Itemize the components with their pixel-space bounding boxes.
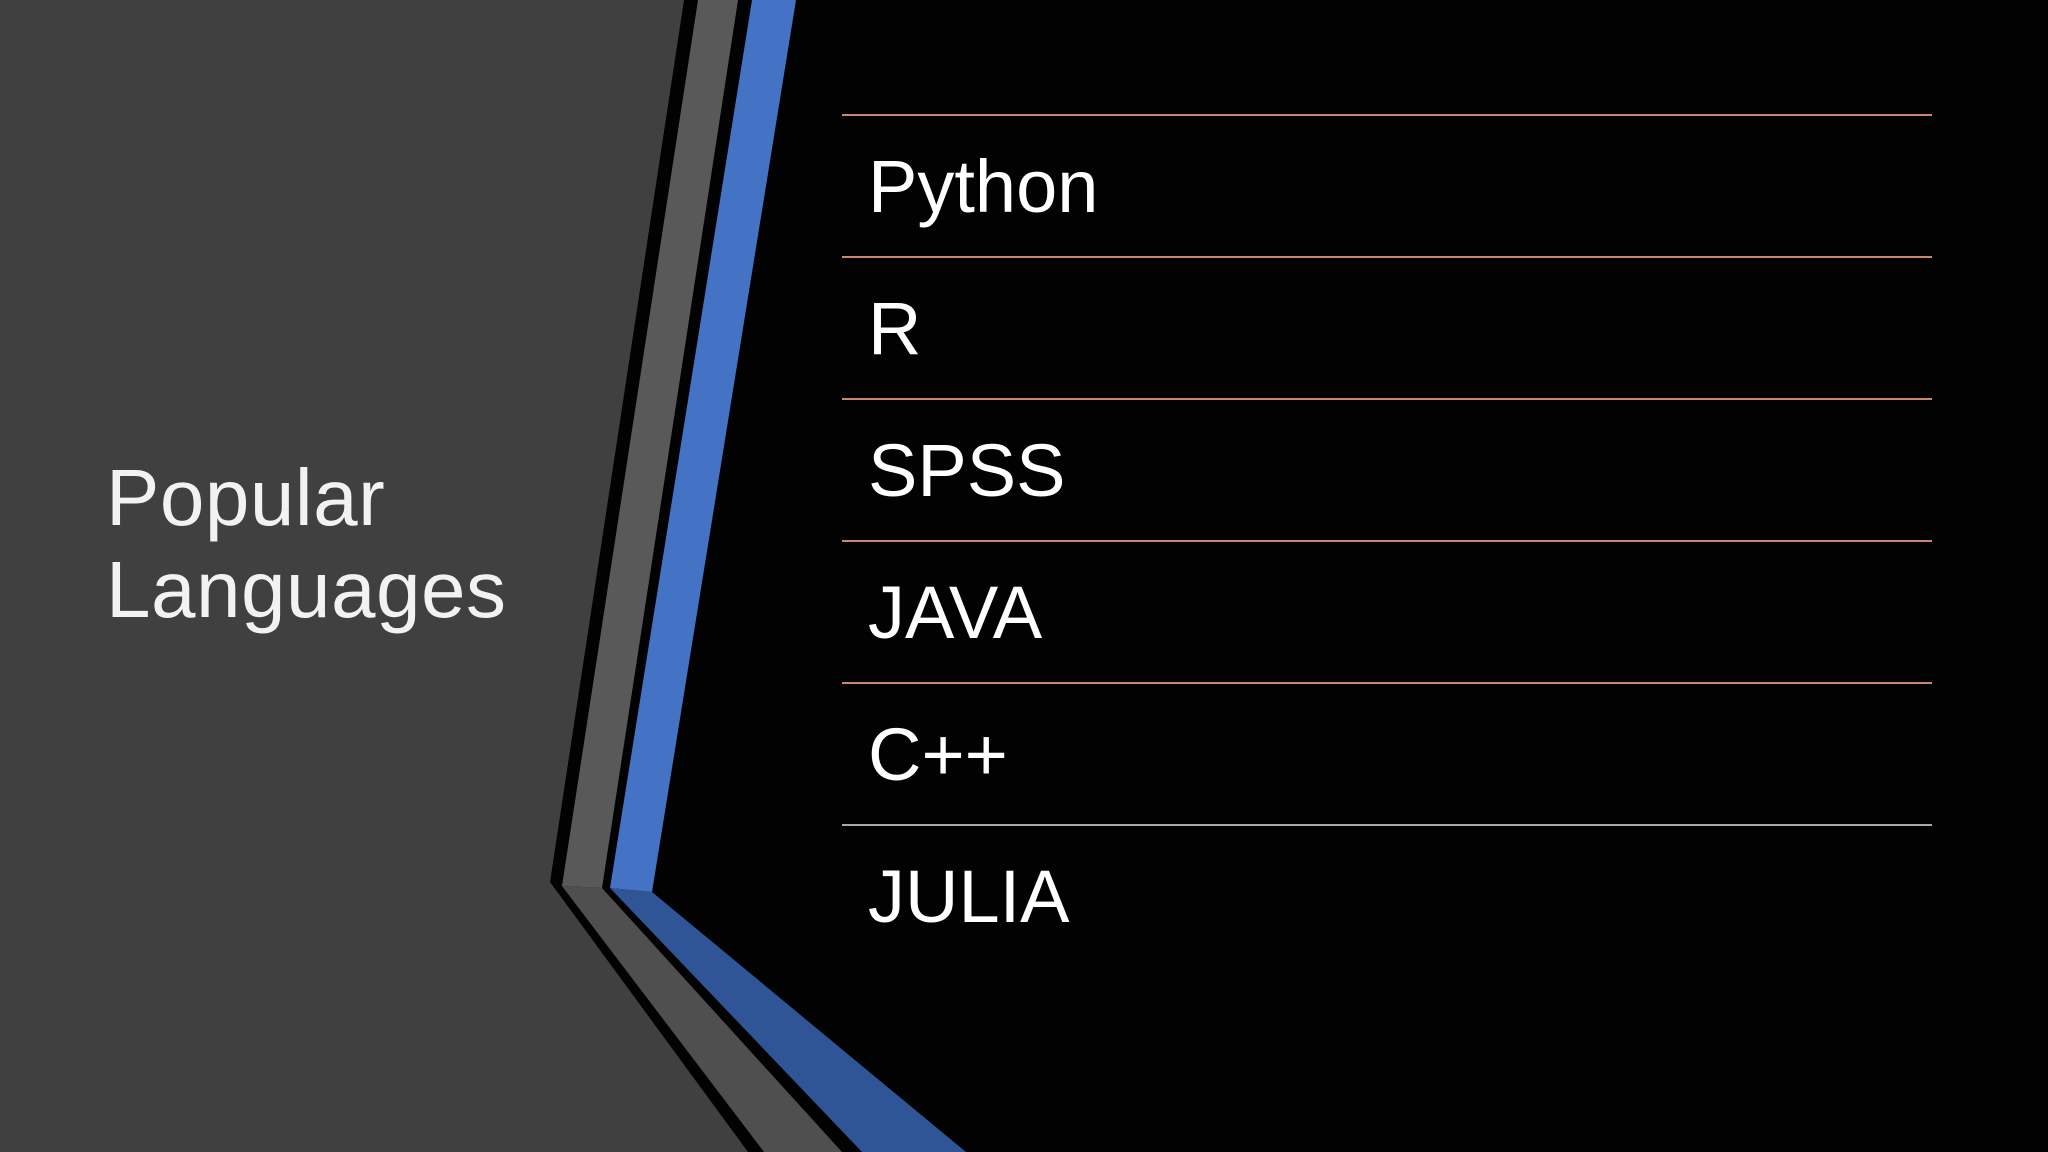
list-item-r: R [842,256,1932,398]
title-line-2: Languages [106,545,507,634]
list-item-julia: JULIA [842,824,1932,966]
languages-list: Python R SPSS JAVA C++ JULIA [842,114,1932,966]
list-item-spss: SPSS [842,398,1932,540]
slide-title: Popular Languages [106,452,566,636]
blue-stripe-lower [610,888,966,1152]
list-item-python: Python [842,114,1932,256]
gray-stripe-lower [562,886,842,1152]
blue-stripe-upper [610,0,796,892]
title-line-1: Popular [106,453,386,542]
list-item-cpp: C++ [842,682,1932,824]
left-panel-shape [0,0,748,1152]
list-item-java: JAVA [842,540,1932,682]
gray-stripe-upper [562,0,738,888]
